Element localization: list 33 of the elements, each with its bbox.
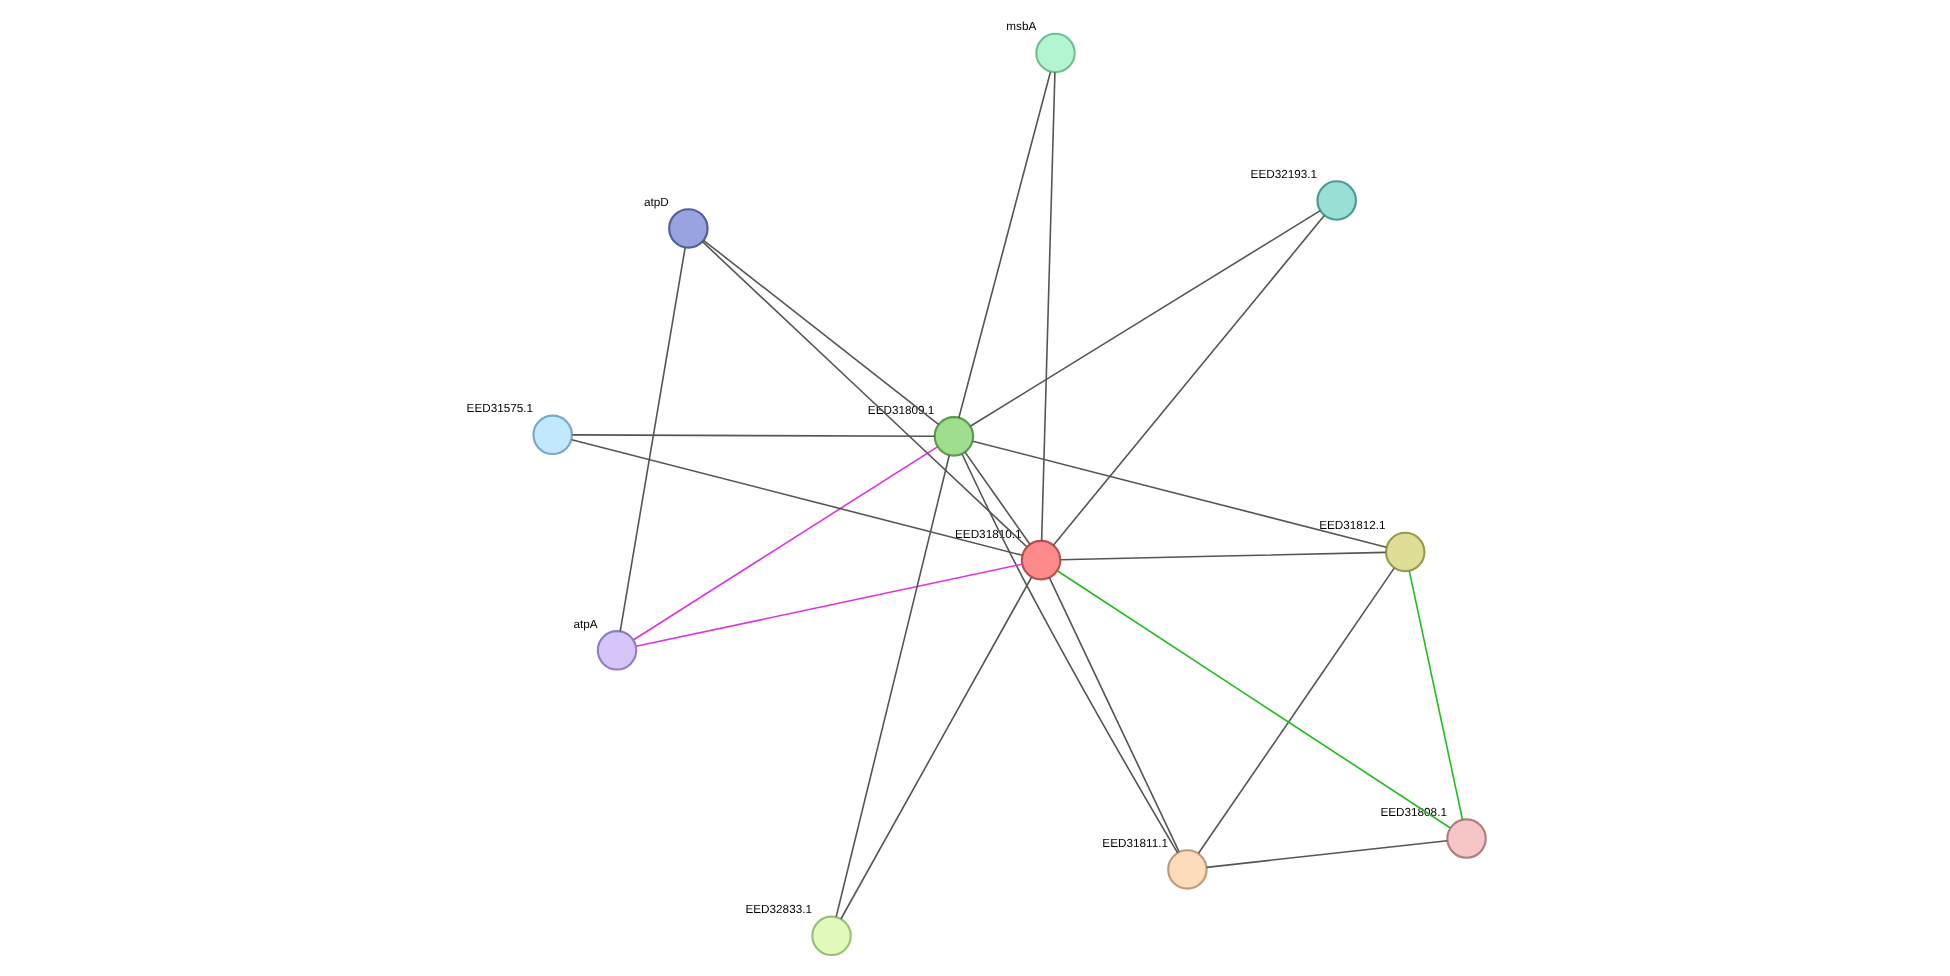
node-circle (932, 416, 974, 457)
connector (631, 446, 938, 641)
connector (634, 563, 1022, 648)
connector (700, 240, 1027, 548)
connector (963, 451, 1030, 545)
connector (968, 209, 1321, 428)
connector (1407, 570, 1463, 821)
node-circle (667, 208, 708, 249)
connector (834, 454, 950, 918)
node-circle (1166, 849, 1207, 890)
node-circle (1383, 531, 1425, 573)
connector (570, 434, 935, 438)
connector (701, 239, 939, 426)
node-circle (1034, 32, 1075, 74)
connector (1047, 577, 1179, 853)
connector (1039, 71, 1055, 542)
connector (569, 438, 1023, 557)
connector (1204, 839, 1447, 869)
connector (1058, 551, 1386, 561)
connector (839, 576, 1032, 920)
connector (971, 440, 1387, 548)
connector (1055, 569, 1451, 829)
connector (1051, 214, 1325, 546)
node-circle (1445, 818, 1486, 859)
connector (960, 453, 1178, 854)
connector (618, 247, 685, 633)
node-circle (531, 414, 572, 456)
connector (957, 71, 1051, 419)
node-circle (595, 630, 637, 671)
node-circle (1315, 180, 1356, 221)
node-circle (810, 915, 851, 957)
connector (1196, 567, 1394, 855)
node-circle (1019, 539, 1061, 581)
